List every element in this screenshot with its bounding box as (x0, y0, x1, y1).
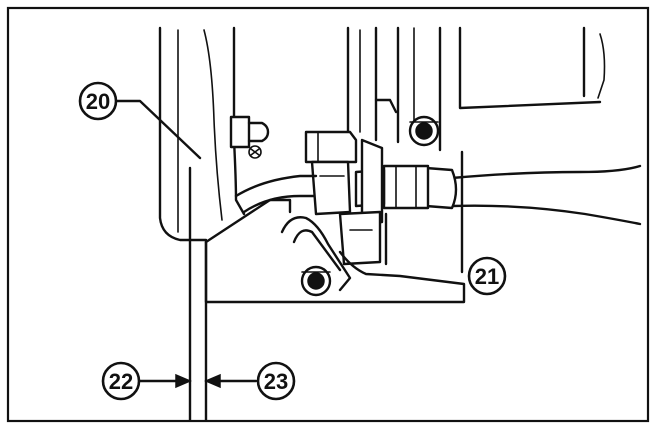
rear-frame (346, 26, 606, 274)
callout-21: 21 (467, 256, 507, 296)
callout-21-label: 21 (475, 264, 499, 289)
bolt-lower-left (300, 265, 332, 297)
leader-20 (114, 99, 202, 160)
callout-23: 23 (256, 361, 296, 401)
bolt-upper-left (229, 115, 270, 159)
nut-upper-right (408, 115, 440, 147)
callout-22: 22 (101, 361, 141, 401)
callout-23-label: 23 (264, 369, 288, 394)
callout-20-label: 20 (86, 89, 110, 114)
callout-20: 20 (78, 81, 118, 121)
measurement-lines (188, 166, 208, 422)
bracket-plate (204, 198, 466, 304)
figure-border (6, 6, 650, 423)
hose (450, 164, 642, 226)
arrow-23 (204, 373, 258, 389)
valve-body (304, 130, 388, 266)
callout-22-label: 22 (109, 369, 133, 394)
arrow-22 (138, 373, 192, 389)
